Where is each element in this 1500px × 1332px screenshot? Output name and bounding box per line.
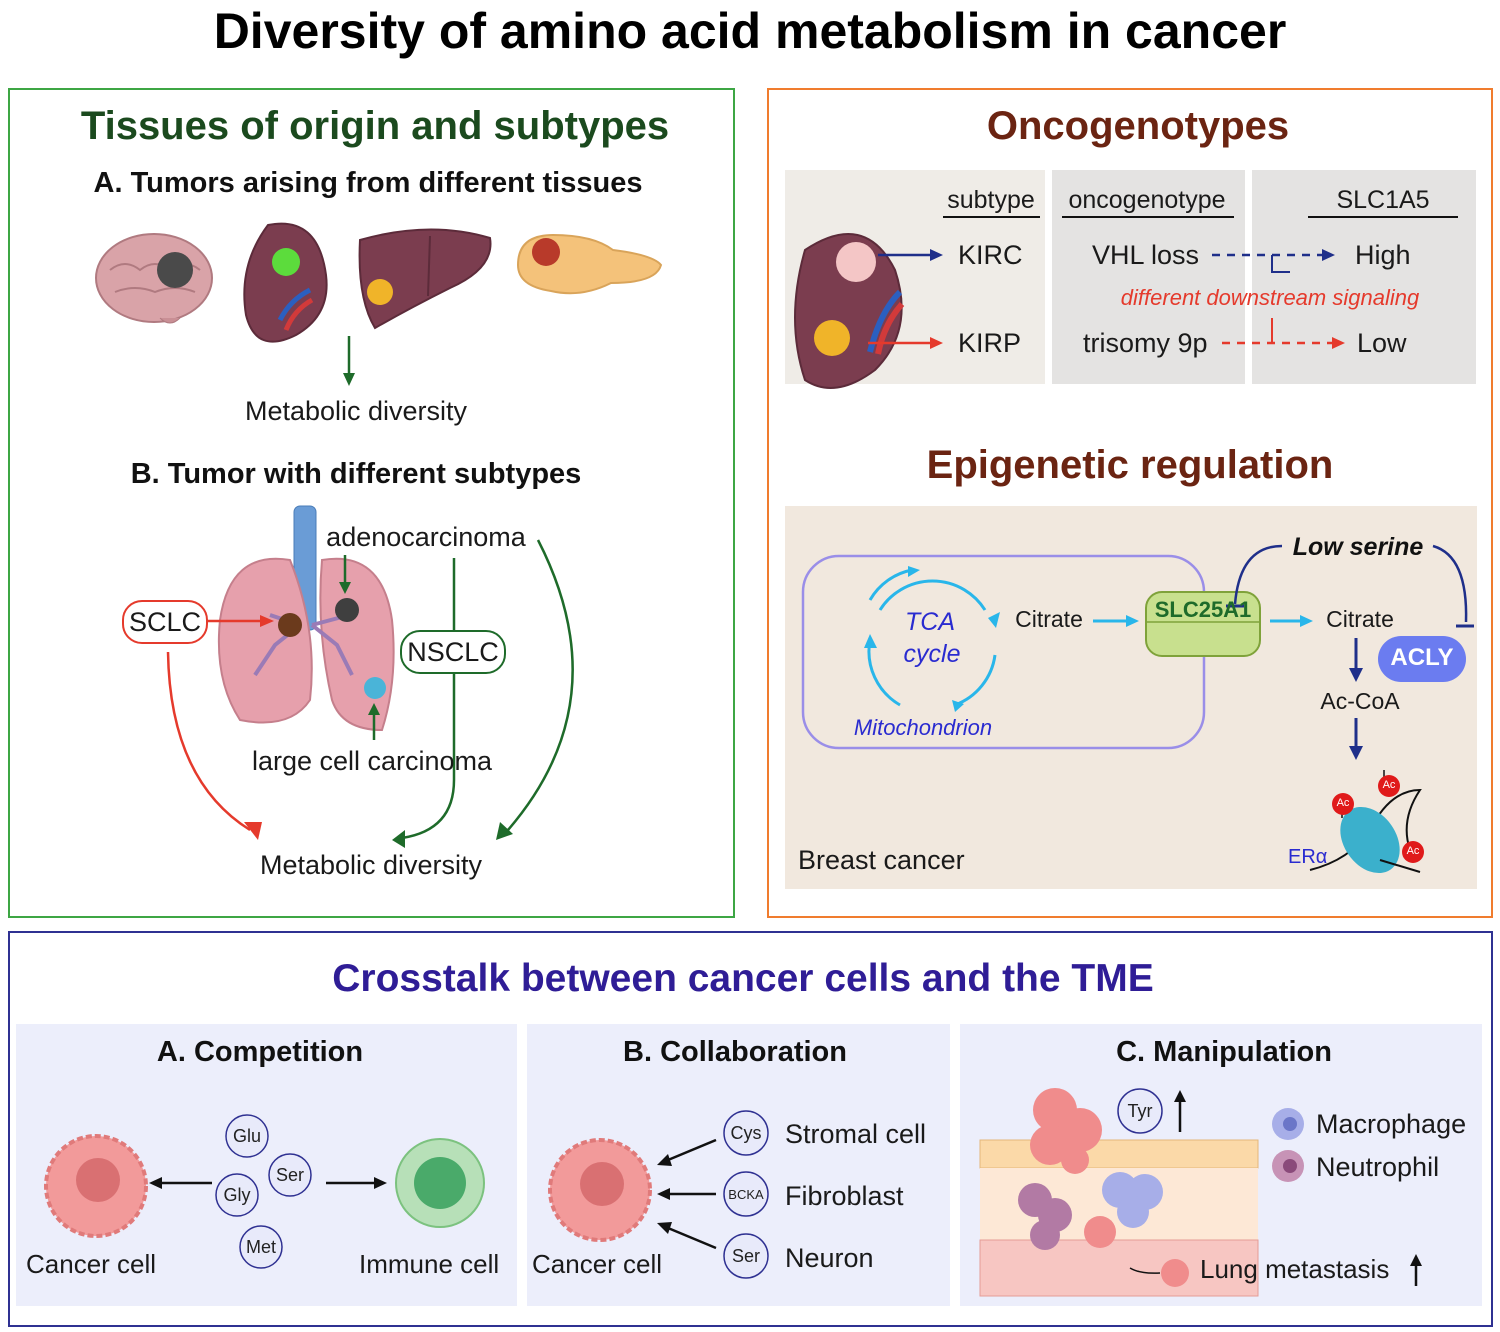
kirc-label: KIRC xyxy=(958,240,1023,270)
accoa-label: Ac-CoA xyxy=(1320,688,1400,714)
tme-heading: Crosstalk between cancer cells and the T… xyxy=(332,957,1154,1000)
acly-label: ACLY xyxy=(1390,644,1454,671)
aa-glu: Glu xyxy=(232,1126,262,1146)
kirp-label: KIRP xyxy=(958,328,1022,358)
aa-cys: Cys xyxy=(730,1123,762,1143)
col-slc1a5: SLC1A5 xyxy=(1336,186,1430,214)
sclc-label: SCLC xyxy=(122,600,208,644)
mitochondrion-label: Mitochondrion xyxy=(853,715,993,740)
high-label: High xyxy=(1355,240,1411,270)
metabolic-diversity-a: Metabolic diversity xyxy=(244,396,468,426)
low-serine-label: Low serine xyxy=(1292,533,1424,561)
low-label: Low xyxy=(1357,328,1407,358)
adenocarcinoma-label: adenocarcinoma xyxy=(326,522,526,552)
immune-cell-label: Immune cell xyxy=(359,1249,500,1279)
epigenetic-heading: Epigenetic regulation xyxy=(926,443,1334,487)
trisomy-label: trisomy 9p xyxy=(1083,328,1208,358)
oncogenotypes-heading: Oncogenotypes xyxy=(986,104,1290,148)
tca-label-2: cycle xyxy=(903,640,961,668)
aa-tyr: Tyr xyxy=(1127,1101,1153,1121)
stromal-cell-label: Stromal cell xyxy=(785,1119,927,1149)
vhl-label: VHL loss xyxy=(1092,240,1200,270)
competition-title: A. Competition xyxy=(156,1036,364,1068)
panel-tissues-of-origin xyxy=(8,88,735,918)
collaboration-cancer-label: Cancer cell xyxy=(532,1249,663,1279)
large-cell-label: large cell carcinoma xyxy=(251,746,493,776)
fibroblast-label: Fibroblast xyxy=(785,1181,904,1211)
nsclc-label: NSCLC xyxy=(400,630,506,674)
neutrophil-label: Neutrophil xyxy=(1316,1152,1440,1182)
panel-oncogenotypes xyxy=(767,88,1493,918)
citrate-label-1: Citrate xyxy=(1015,606,1083,632)
signaling-label: different downstream signaling xyxy=(1120,285,1420,310)
breast-cancer-label: Breast cancer xyxy=(798,845,965,875)
ac-mark-2: Ac xyxy=(1336,797,1350,809)
col-oncogenotype: oncogenotype xyxy=(1068,186,1226,214)
metabolic-diversity-b: Metabolic diversity xyxy=(259,850,483,880)
macrophage-label: Macrophage xyxy=(1316,1109,1467,1139)
era-label: ERα xyxy=(1288,846,1328,868)
aa-ser: Ser xyxy=(275,1165,305,1185)
aa-gly: Gly xyxy=(223,1185,251,1205)
aa-bcka: BCKA xyxy=(728,1187,764,1202)
section-b-title: B. Tumor with different subtypes xyxy=(130,458,582,490)
neuron-label: Neuron xyxy=(785,1243,874,1273)
competition-cancer-label: Cancer cell xyxy=(26,1249,157,1279)
section-a-title: A. Tumors arising from different tissues xyxy=(93,167,643,199)
aa-ser-2: Ser xyxy=(731,1246,761,1266)
tissues-heading: Tissues of origin and subtypes xyxy=(80,104,670,148)
col-subtype: subtype xyxy=(947,186,1035,214)
manipulation-title: C. Manipulation xyxy=(1116,1036,1332,1068)
onco-box-oncogenotype xyxy=(1052,170,1245,384)
onco-box-slc1a5 xyxy=(1252,170,1476,384)
citrate-label-2: Citrate xyxy=(1326,606,1394,632)
panel-tme-crosstalk xyxy=(8,931,1493,1327)
ac-mark-3: Ac xyxy=(1406,845,1420,857)
lung-metastasis-label: Lung metastasis xyxy=(1200,1254,1390,1284)
ac-mark-1: Ac xyxy=(1382,779,1396,791)
collaboration-title: B. Collaboration xyxy=(623,1036,847,1068)
slc25a1-label: SLC25A1 xyxy=(1154,597,1252,622)
tca-label-1: TCA xyxy=(905,608,955,636)
aa-met: Met xyxy=(245,1237,277,1257)
main-title: Diversity of amino acid metabolism in ca… xyxy=(213,3,1287,59)
